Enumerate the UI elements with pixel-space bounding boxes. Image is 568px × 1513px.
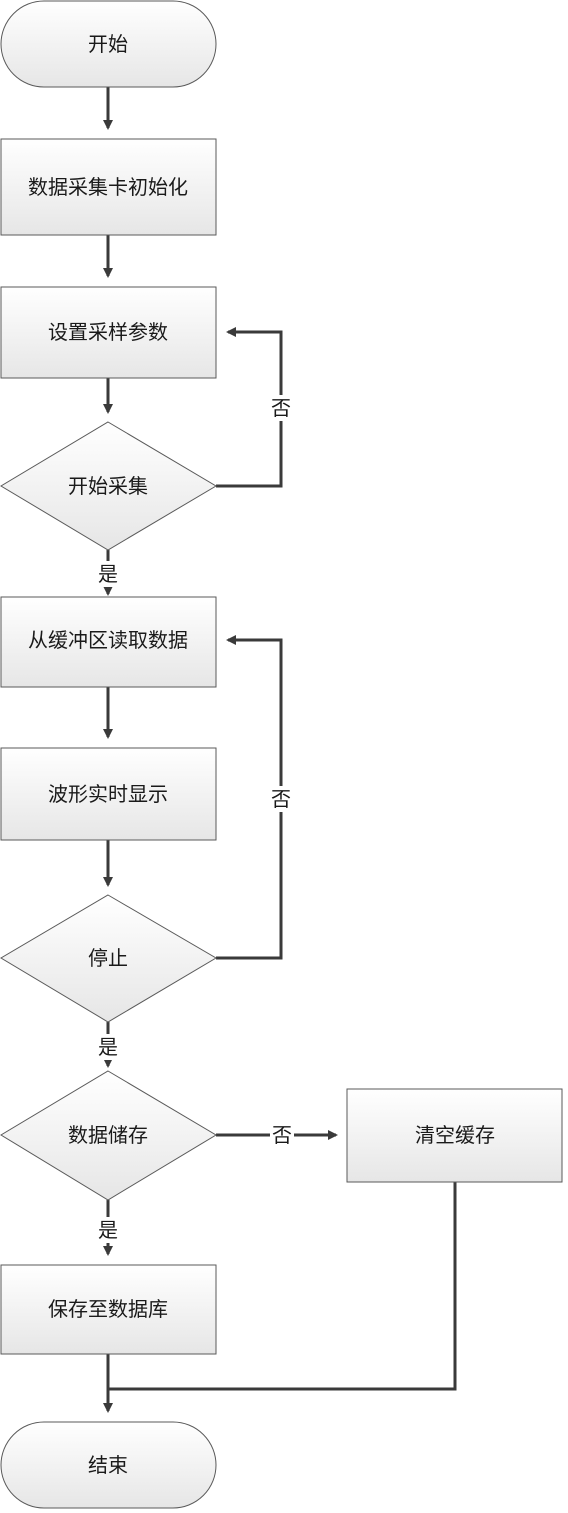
edge-label-store-no: 否 bbox=[272, 1123, 292, 1147]
node-read-buffer-label: 从缓冲区读取数据 bbox=[28, 628, 188, 652]
node-waveform-label: 波形实时显示 bbox=[48, 782, 168, 806]
decision-stop: 停止 bbox=[0, 894, 217, 1023]
edge-label-stop-yes: 是 bbox=[98, 1035, 118, 1059]
line-clear-cache-merge bbox=[108, 1182, 457, 1391]
edge-label-stop-no: 否 bbox=[271, 787, 291, 811]
node-read-buffer: 从缓冲区读取数据 bbox=[0, 596, 217, 688]
node-set-params-label: 设置采样参数 bbox=[48, 320, 168, 344]
node-waveform: 波形实时显示 bbox=[0, 747, 217, 841]
edge-label-collect-no: 否 bbox=[271, 396, 291, 420]
node-clear-cache-label: 清空缓存 bbox=[415, 1123, 495, 1147]
node-set-params: 设置采样参数 bbox=[0, 286, 217, 379]
node-start-label: 开始 bbox=[88, 32, 128, 56]
node-end-label: 结束 bbox=[88, 1453, 128, 1477]
decision-store-label: 数据储存 bbox=[68, 1123, 148, 1147]
decision-begin-collect-label: 开始采集 bbox=[68, 474, 148, 498]
connectors bbox=[103, 87, 457, 1413]
edge-labels: 否 是 否 是 否 是 bbox=[97, 395, 294, 1243]
node-save-db: 保存至数据库 bbox=[0, 1264, 217, 1355]
edge-label-collect-yes: 是 bbox=[98, 562, 118, 586]
node-end: 结束 bbox=[0, 1421, 217, 1509]
decision-stop-label: 停止 bbox=[88, 946, 128, 970]
node-init: 数据采集卡初始化 bbox=[0, 138, 217, 236]
node-clear-cache: 清空缓存 bbox=[346, 1088, 563, 1183]
node-start: 开始 bbox=[0, 0, 217, 88]
decision-begin-collect: 开始采集 bbox=[0, 421, 217, 551]
decision-store: 数据储存 bbox=[0, 1070, 217, 1201]
node-init-label: 数据采集卡初始化 bbox=[28, 175, 188, 199]
edge-label-store-yes: 是 bbox=[98, 1218, 118, 1242]
node-save-db-label: 保存至数据库 bbox=[48, 1297, 168, 1321]
